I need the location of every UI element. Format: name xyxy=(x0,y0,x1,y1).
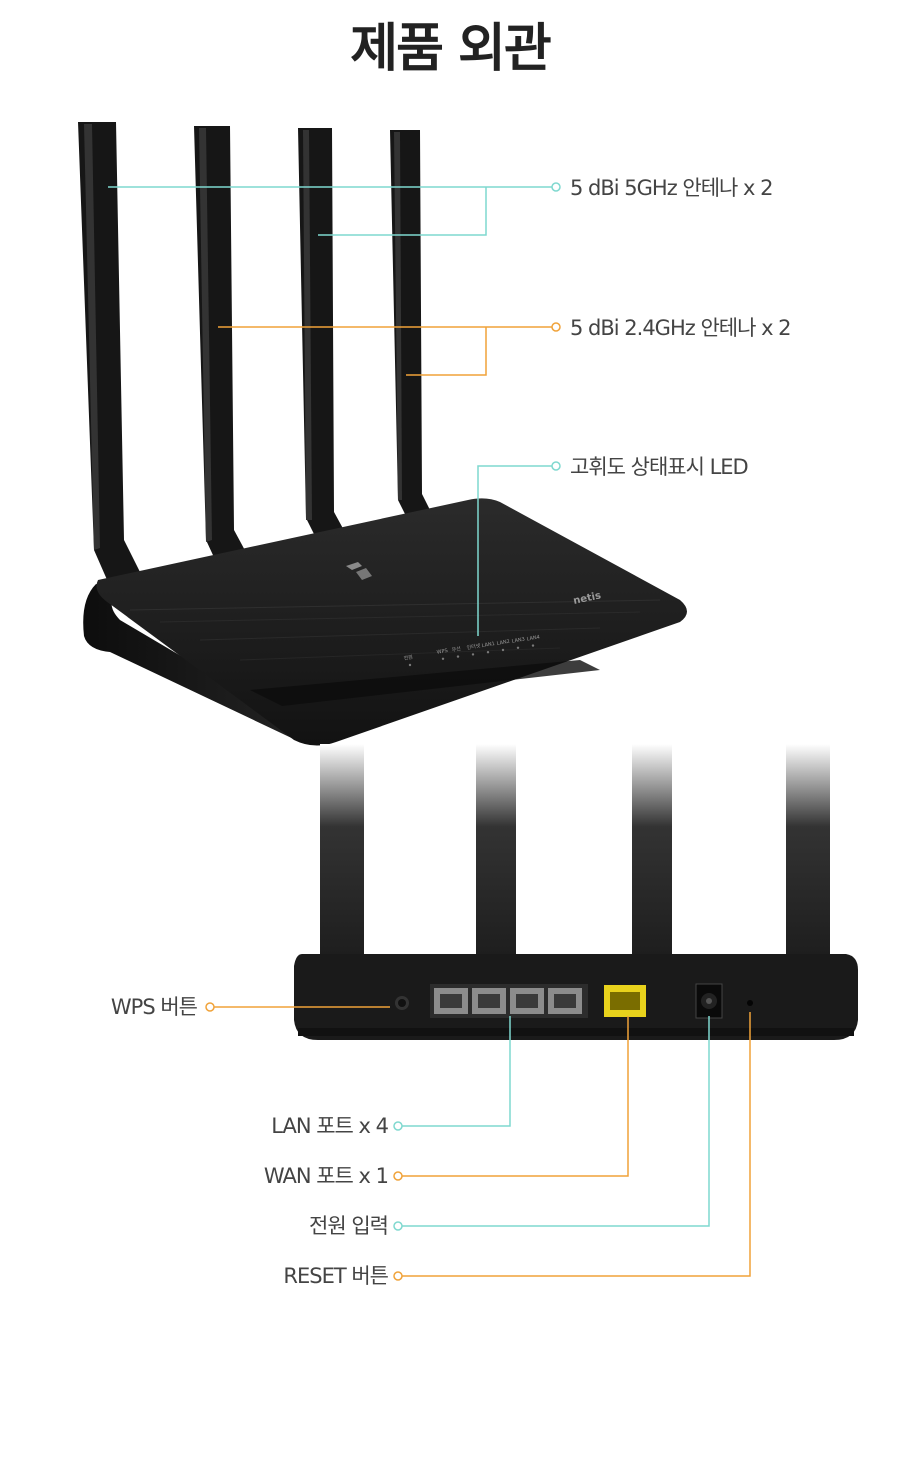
led-dot-0 xyxy=(408,663,412,667)
callout-lines xyxy=(108,182,751,1281)
wps-button-hardware xyxy=(395,996,409,1010)
netis-logo-icon xyxy=(346,562,372,580)
page-title: 제품 외관 xyxy=(350,19,551,79)
router-back-view xyxy=(294,744,858,1040)
label-antenna-2-4ghz: 5 dBi 2.4GHz 안테나 x 2 xyxy=(570,316,792,340)
led-label-5: LAN2 xyxy=(496,639,510,647)
antenna-2 xyxy=(194,126,248,566)
led-dot-6 xyxy=(516,646,520,649)
back-antenna-3 xyxy=(632,744,672,980)
led-dot-1 xyxy=(441,657,445,660)
label-lan-ports: LAN 포트 x 4 xyxy=(271,1114,389,1138)
led-label-6: LAN3 xyxy=(511,637,525,645)
reset-hole xyxy=(747,1000,753,1006)
antenna-4 xyxy=(390,130,432,520)
led-label-0: 전원 xyxy=(403,653,414,662)
led-label-7: LAN4 xyxy=(526,634,540,642)
led-label-1: WPS xyxy=(436,648,448,656)
label-wps-button: WPS 버튼 xyxy=(110,995,198,1019)
label-status-led: 고휘도 상태표시 LED xyxy=(570,455,749,479)
power-input-jack xyxy=(695,983,723,1019)
back-antenna-1 xyxy=(320,744,364,980)
wan-port xyxy=(604,985,646,1017)
led-dot-2 xyxy=(456,655,460,658)
led-label-4: LAN1 xyxy=(481,641,495,649)
led-dot-5 xyxy=(501,648,505,652)
router-body xyxy=(96,498,687,746)
led-dot-7 xyxy=(531,644,535,647)
lan-ports xyxy=(430,984,588,1018)
back-antenna-2 xyxy=(476,744,516,980)
label-power-input: 전원 입력 xyxy=(309,1214,389,1238)
led-dot-4 xyxy=(486,651,490,654)
led-dot-3 xyxy=(471,653,475,656)
led-label-2: 무선 xyxy=(451,645,462,654)
label-reset-button: RESET 버튼 xyxy=(283,1264,389,1288)
antenna-1 xyxy=(78,122,140,582)
back-antenna-4 xyxy=(786,744,830,980)
label-antenna-5ghz: 5 dBi 5GHz 안테나 x 2 xyxy=(570,176,774,200)
label-wan-port: WAN 포트 x 1 xyxy=(263,1164,389,1188)
antenna-3 xyxy=(298,128,346,542)
led-label-3: 인터넷 xyxy=(466,642,481,651)
